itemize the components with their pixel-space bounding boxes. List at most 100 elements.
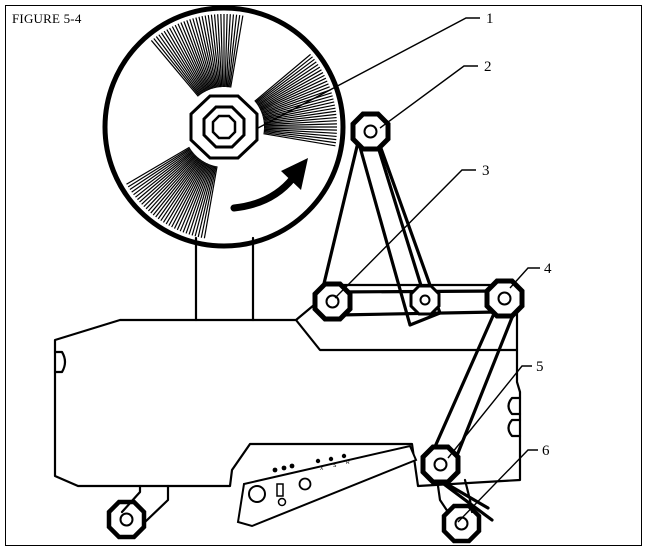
reel-hatch-line <box>220 14 224 88</box>
panel-led-5 <box>328 456 334 462</box>
reel-hatch-line <box>152 157 200 216</box>
reel-hatch-line <box>262 101 335 119</box>
reel-hatch-line <box>150 157 199 214</box>
reel-hatch-line <box>157 159 202 220</box>
reel-hatch-line <box>165 161 205 225</box>
panel-led-1 <box>272 467 278 473</box>
reel-hatch-line <box>129 148 192 191</box>
reel-hatch-line <box>131 149 192 193</box>
reel-hatch-line <box>261 89 331 115</box>
reel-hatch-line <box>162 160 204 223</box>
reel-spindle <box>211 114 237 140</box>
roller-idler <box>409 284 441 316</box>
reel-hatch-line <box>203 166 218 239</box>
reel-hatch-line <box>256 61 317 105</box>
reel-hatch-line <box>145 155 197 210</box>
reel-hatch-line <box>174 24 208 92</box>
panel-knob-large <box>248 485 266 503</box>
reel-hatch-line <box>150 40 199 97</box>
callout-6: 6 <box>542 443 550 459</box>
reel-hatch-line <box>263 104 335 120</box>
reel-hatch-line <box>173 162 208 229</box>
leader-5 <box>447 365 532 459</box>
reel-hatch-line <box>225 14 231 88</box>
reel-hatch-line <box>176 163 209 231</box>
panel-mark-r: R <box>346 460 350 466</box>
panel-mark-x: X <box>320 466 324 472</box>
figure-frame: FIGURE 5-4 <box>5 5 642 546</box>
reel-hatch-line <box>259 77 327 111</box>
reel-hatch-line <box>224 14 228 88</box>
left-caster-leg <box>120 484 170 524</box>
reel-hatch-line <box>230 15 244 88</box>
reel-hatch-line <box>263 116 337 125</box>
reel-hatch-line <box>254 53 311 102</box>
leader-4 <box>509 267 540 289</box>
reel-hatch-line <box>155 36 201 96</box>
reel-hatch-line <box>183 21 211 90</box>
reel-hatch-line <box>133 150 193 196</box>
reel-hatch-line <box>254 56 313 103</box>
reel-hatch-line <box>155 158 201 218</box>
right-notch-upper <box>507 396 522 416</box>
roller-4 <box>484 278 525 319</box>
panel-led-3 <box>289 463 295 469</box>
reel-hatch-line <box>186 20 212 90</box>
reel-hatch-line <box>182 164 211 233</box>
reel-hatch-line <box>188 164 213 235</box>
belt-upper <box>319 132 425 298</box>
callout-5: 5 <box>536 359 544 375</box>
reel-hatch-line <box>259 74 325 110</box>
reel-hatch-line <box>195 17 215 89</box>
reel-hatch-line <box>260 83 329 113</box>
reel-hatch-line <box>263 130 337 141</box>
panel-led-4 <box>315 458 321 464</box>
reel-hatch-line <box>263 127 337 131</box>
reel-hatch-line <box>177 23 209 91</box>
panel-mark-s: S <box>333 463 337 469</box>
reel-hatch-line <box>263 131 336 144</box>
leader-1 <box>257 17 480 129</box>
reel-hatch-line <box>126 146 190 185</box>
reel-hatch-line <box>258 72 324 109</box>
panel-knob-small <box>298 477 312 491</box>
reel-hatch-line <box>207 15 220 88</box>
reel-support-column <box>194 236 255 322</box>
reel-hatch-line <box>163 30 204 94</box>
roller-3 <box>312 281 353 322</box>
leader-3 <box>334 169 476 299</box>
reel-hatch-line <box>201 16 217 88</box>
right-caster <box>441 503 482 544</box>
callout-2: 2 <box>484 59 492 75</box>
reel-hatch-line <box>169 27 206 93</box>
reel-hatch-line <box>197 165 216 238</box>
leader-2 <box>379 65 478 129</box>
reel-hatch-line <box>141 153 196 205</box>
panel-led-2 <box>281 465 287 471</box>
reel-hatch-line <box>127 147 191 188</box>
reel-hatch-line <box>192 18 214 89</box>
reel-hatch-line <box>171 162 206 228</box>
panel-switch <box>276 483 284 497</box>
reel-hatch-line <box>166 29 205 93</box>
reel-hatch-line <box>139 153 195 203</box>
reel-hatch-line <box>213 14 222 88</box>
reel-hatch-line <box>263 120 337 126</box>
reel-hatch-line <box>263 129 337 138</box>
reel-hatch-line <box>160 32 203 95</box>
callout-3: 3 <box>482 163 490 179</box>
reel-hatch-line <box>194 165 215 237</box>
reel-hatch-line <box>261 86 330 114</box>
reel-hatch-line <box>210 14 221 88</box>
reel-hatch-line <box>153 38 200 97</box>
reel-hatch-line <box>158 34 202 95</box>
reel-hatch-line <box>255 58 315 104</box>
panel-knob-tiny <box>277 497 287 507</box>
roller-2 <box>350 111 391 152</box>
leader-6 <box>457 449 538 523</box>
reel-hatch-line <box>261 92 332 116</box>
reel-hatch-line <box>143 154 197 208</box>
callout-1: 1 <box>486 11 494 27</box>
reel-hatch-line <box>263 128 337 134</box>
